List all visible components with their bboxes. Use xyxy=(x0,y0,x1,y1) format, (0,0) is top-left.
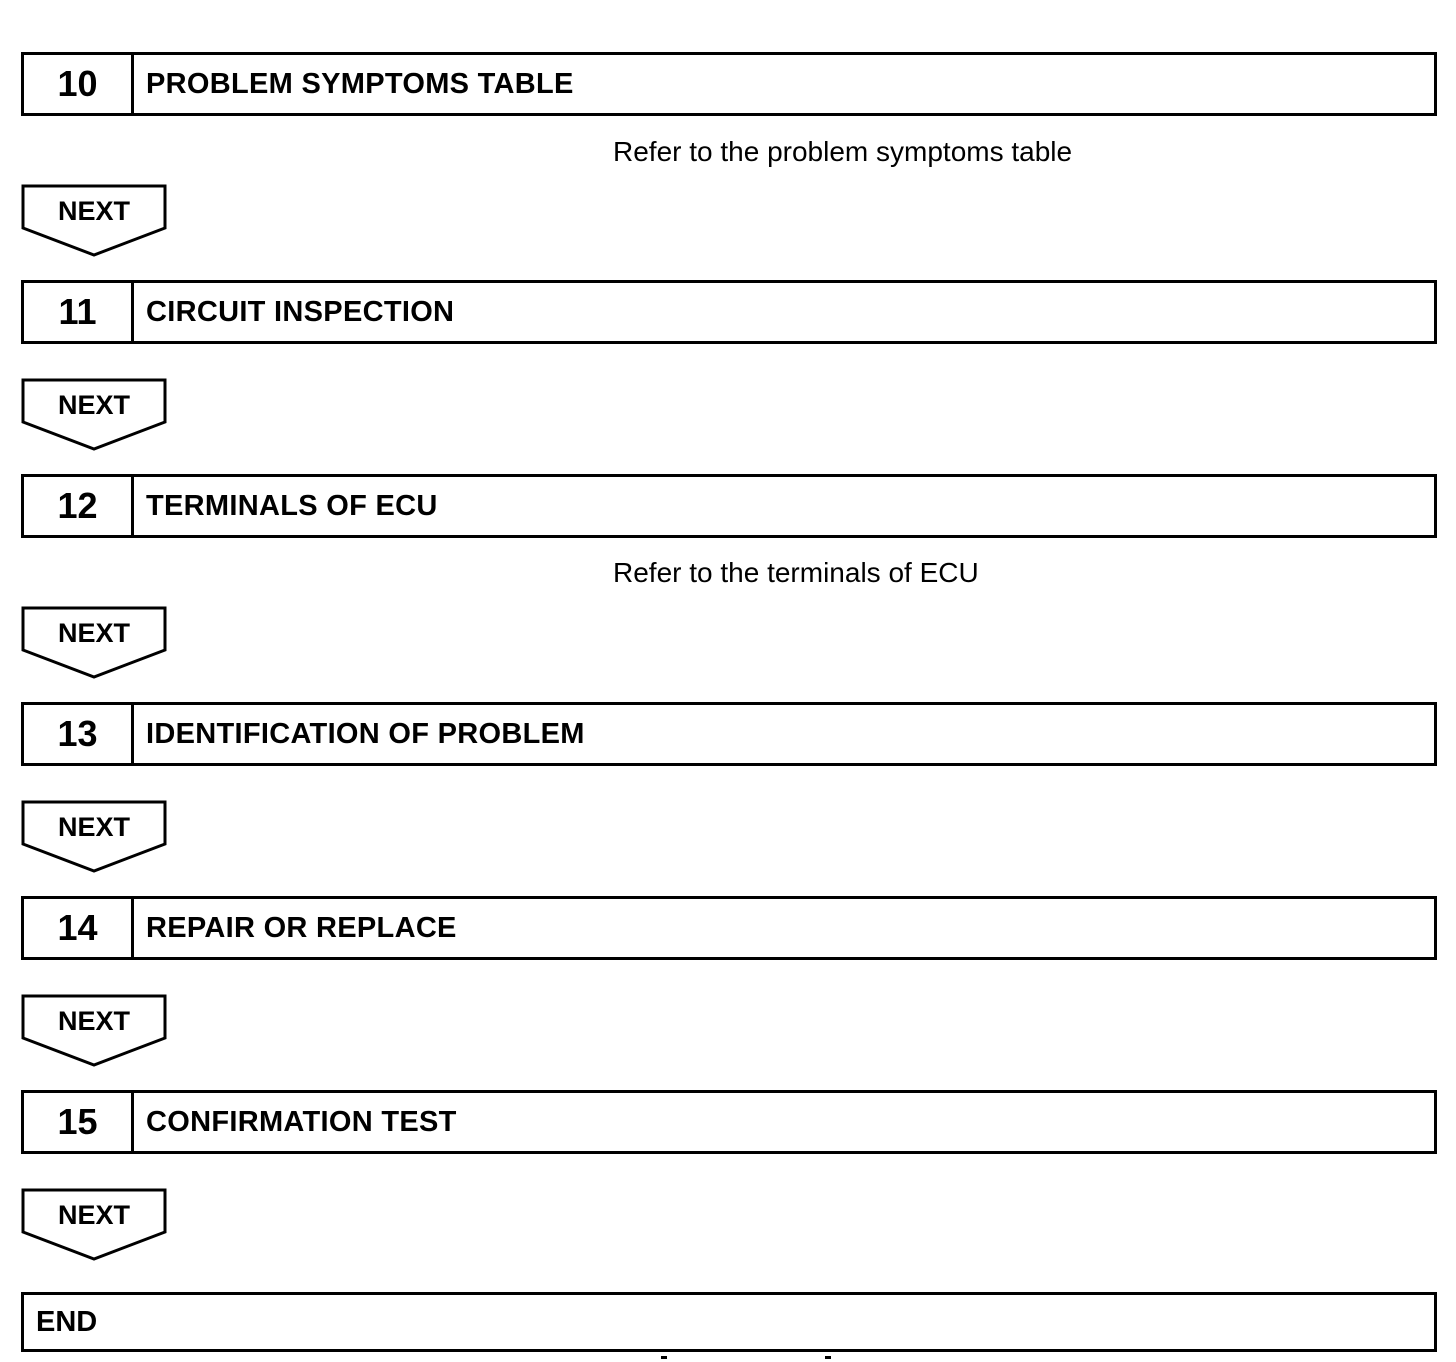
next-arrow: NEXT xyxy=(21,606,167,680)
step-11-box: 11 CIRCUIT INSPECTION xyxy=(21,280,1437,344)
step-10-box: 10 PROBLEM SYMPTOMS TABLE xyxy=(21,52,1437,116)
step-13-box: 13 IDENTIFICATION OF PROBLEM xyxy=(21,702,1437,766)
step-number: 13 xyxy=(24,705,134,763)
page-edge-mark xyxy=(825,1356,831,1359)
page-edge-mark xyxy=(661,1356,667,1359)
step-number: 10 xyxy=(24,55,134,113)
step-12-box: 12 TERMINALS OF ECU xyxy=(21,474,1437,538)
next-arrow: NEXT xyxy=(21,1188,167,1262)
next-label: NEXT xyxy=(57,196,130,226)
step-note: Refer to the terminals of ECU xyxy=(613,557,979,588)
next-label: NEXT xyxy=(57,1200,130,1230)
next-arrow-shape xyxy=(21,378,167,451)
next-label: NEXT xyxy=(57,1006,130,1036)
step-note: Refer to the problem symptoms table xyxy=(613,136,1073,167)
next-arrow-shape xyxy=(21,606,167,679)
next-arrow: NEXT xyxy=(21,994,167,1068)
step-title: REPAIR OR REPLACE xyxy=(146,911,457,944)
next-label: NEXT xyxy=(57,618,130,648)
end-box: END xyxy=(21,1292,1437,1352)
step-title: CIRCUIT INSPECTION xyxy=(146,295,455,328)
step-14-box: 14 REPAIR OR REPLACE xyxy=(21,896,1437,960)
step-title: TERMINALS OF ECU xyxy=(146,489,438,522)
end-label: END xyxy=(36,1305,98,1338)
next-arrow-shape xyxy=(21,1188,167,1261)
step-title: PROBLEM SYMPTOMS TABLE xyxy=(146,67,574,100)
step-number: 12 xyxy=(24,477,134,535)
next-label: NEXT xyxy=(57,390,130,420)
next-arrow: NEXT xyxy=(21,378,167,452)
next-arrow-shape xyxy=(21,800,167,873)
step-title: IDENTIFICATION OF PROBLEM xyxy=(146,717,585,750)
step-title: CONFIRMATION TEST xyxy=(146,1105,457,1138)
step-number: 15 xyxy=(24,1093,134,1151)
step-number: 11 xyxy=(24,283,134,341)
next-arrow: NEXT xyxy=(21,800,167,874)
step-15-box: 15 CONFIRMATION TEST xyxy=(21,1090,1437,1154)
next-arrow-shape xyxy=(21,994,167,1067)
next-arrow: NEXT xyxy=(21,184,167,258)
step-number: 14 xyxy=(24,899,134,957)
next-label: NEXT xyxy=(57,812,130,842)
next-arrow-shape xyxy=(21,184,167,257)
